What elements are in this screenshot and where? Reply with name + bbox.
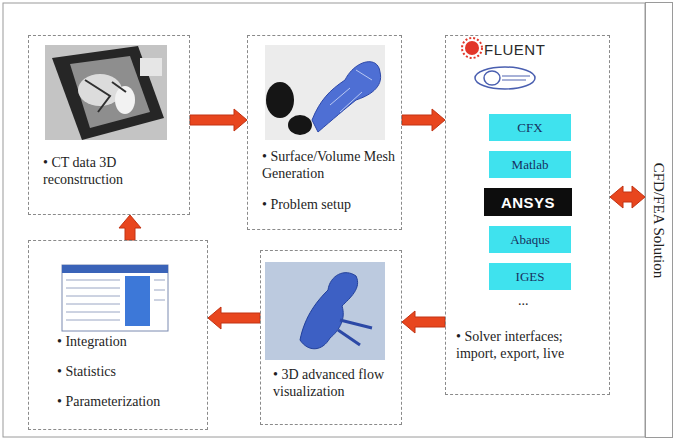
node-text: IGES — [516, 268, 545, 285]
flow-visualization-image — [265, 262, 385, 360]
outer-frame — [3, 3, 645, 437]
flow-arrow — [402, 109, 445, 131]
node-text: ... — [518, 292, 529, 309]
node-text: CFD/FEA Solution — [651, 162, 668, 277]
solver-tag: ANSYS — [484, 188, 572, 216]
statistics-window-image — [62, 265, 168, 331]
process-box: • 3D advanced flow visualization — [260, 250, 402, 425]
solver-logo — [475, 67, 535, 89]
node-text: • CT data 3D reconstruction — [43, 154, 183, 188]
node-text: CFX — [517, 119, 542, 136]
solver-tag: CFX — [489, 114, 571, 141]
side-panel: CFD/FEA Solution — [645, 2, 673, 438]
node-text: • Integration — [57, 333, 202, 350]
node-text: • Surface/Volume Mesh Generation — [262, 148, 397, 182]
process-box: • Surface/Volume Mesh Generation • Proble… — [247, 35, 402, 230]
solver-box: CFX MatlabANSYS AbaqusIGES FLUENT... • Solve… — [445, 35, 610, 395]
process-box: • Integration • Statistics • Parameterizat… — [28, 240, 208, 430]
mesh-image — [265, 45, 385, 140]
logo-text: FLUENT — [484, 41, 545, 58]
flow-arrow — [402, 311, 445, 333]
fluent-logo-mark — [462, 38, 482, 58]
solver-tag: Abaqus — [489, 226, 571, 253]
solver-tag: Matlab — [489, 151, 571, 178]
node-text: ANSYS — [501, 194, 555, 211]
flow-arrow — [208, 307, 260, 329]
process-box: • CT data 3D reconstruction — [28, 35, 190, 215]
solver-tag: IGES — [489, 263, 571, 290]
ct-image — [45, 45, 167, 140]
node-text: • Parameterization — [57, 393, 202, 410]
flow-arrow — [190, 109, 247, 131]
node-text: • Statistics — [57, 363, 202, 380]
flow-arrow — [119, 215, 141, 240]
node-text: Abaqus — [510, 231, 550, 248]
node-text: • Problem setup — [262, 196, 397, 213]
flow-arrow — [610, 186, 645, 208]
node-text: Matlab — [512, 156, 549, 173]
node-text: • Solver interfaces; import, export, liv… — [456, 328, 606, 362]
node-text: • 3D advanced flow visualization — [273, 366, 398, 400]
